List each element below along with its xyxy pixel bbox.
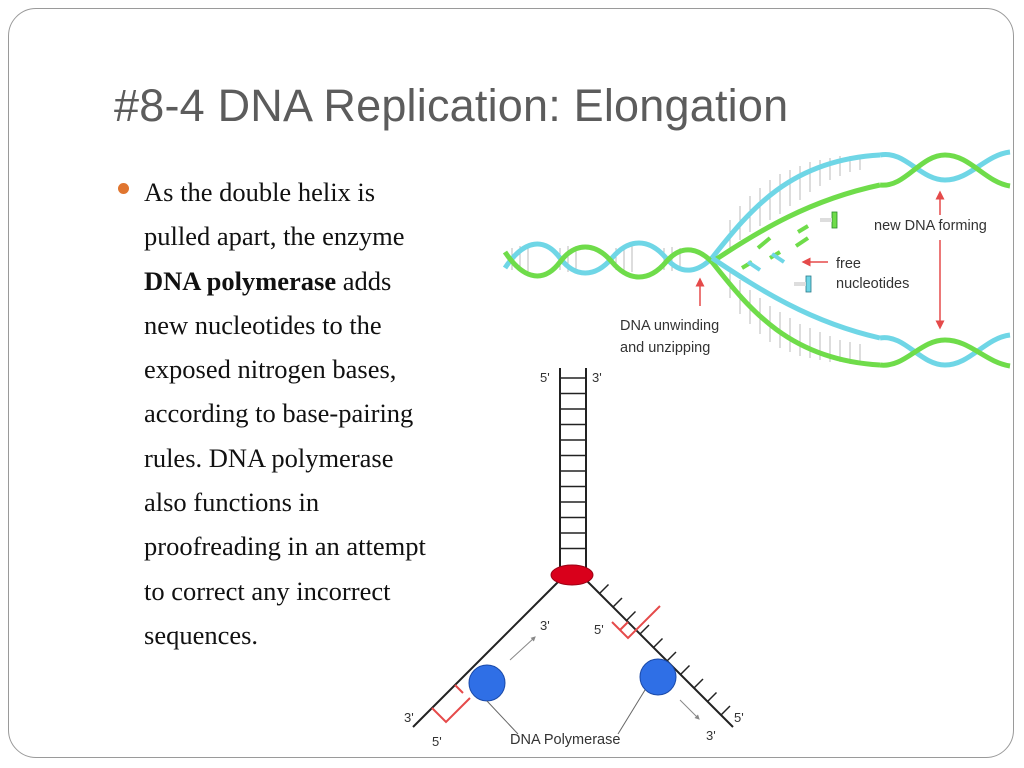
branch-tick	[679, 664, 691, 676]
branch-tick	[491, 637, 503, 649]
bullet-text: As the double helix is pulled apart, the…	[144, 170, 524, 657]
bullet-line: As the double helix is	[144, 177, 376, 207]
label-unzipping: and unzipping	[620, 340, 710, 356]
fork-label-5-top: 5'	[540, 370, 550, 385]
bullet-line: according to base-pairing	[144, 398, 414, 429]
bullet-line: also functions in	[144, 487, 320, 518]
polymerase-right-icon	[639, 658, 677, 696]
fork-label-5-br: 5'	[734, 710, 744, 725]
fork-label-5-right: 5'	[594, 622, 604, 637]
branch-tick	[478, 651, 489, 662]
branch-tick	[545, 583, 557, 595]
fork-label-3-br: 3'	[706, 728, 716, 743]
branch-tick	[639, 624, 650, 635]
slide-title: #8-4 DNA Replication: Elongation	[114, 80, 789, 131]
new-strand-segments	[431, 605, 661, 724]
branch-tick	[464, 664, 476, 676]
bullet-line-rest: adds	[336, 265, 392, 296]
fork-label-3-top: 3'	[592, 370, 602, 385]
bullet-line: DNA polymerase adds	[144, 259, 524, 303]
label-unwinding: DNA unwinding	[620, 318, 719, 334]
branch-tick	[720, 705, 731, 716]
upper-arm-cyan	[710, 152, 881, 260]
helix-strand-cyan	[502, 240, 714, 276]
label-dna-polymerase: DNA Polymerase	[510, 732, 620, 748]
label-free: free	[836, 256, 861, 272]
branch-tick	[612, 597, 623, 608]
upper-arm-green	[710, 182, 881, 265]
parent-ladder	[559, 368, 587, 568]
direction-arrow-left	[509, 636, 536, 661]
fork-label-3-left: 3'	[540, 618, 550, 633]
slide-frame	[8, 8, 1014, 758]
label-nucleotides: nucleotides	[836, 276, 909, 292]
branch-tick	[598, 583, 610, 595]
branch-tick	[625, 610, 637, 622]
branch-tick	[424, 705, 435, 716]
helicase-enzyme	[550, 564, 594, 586]
free-nucleotides	[740, 211, 838, 293]
lower-arm-cyan	[710, 255, 881, 341]
fork-label-3-bl: 3'	[404, 710, 414, 725]
bullet-dot-icon	[118, 183, 129, 194]
branch-tick	[652, 637, 664, 649]
branch-tick	[505, 624, 516, 635]
branch-tick	[706, 691, 718, 703]
bold-term: DNA polymerase	[144, 265, 337, 296]
fork-label-5-bl: 5'	[432, 734, 442, 749]
bullet-line: rules. DNA polymerase	[144, 442, 394, 473]
bullet-line: new nucleotides to the	[144, 309, 382, 340]
branch-tick	[532, 597, 543, 608]
bullet-line: exposed nitrogen bases,	[144, 354, 397, 385]
branch-tick	[451, 678, 462, 689]
branch-tick	[666, 651, 677, 662]
polymerase-left-icon	[468, 664, 506, 702]
bullet-line: to correct any incorrect	[144, 575, 391, 606]
branch-tick	[437, 691, 449, 703]
branch-tick	[693, 678, 704, 689]
bullet-line: pulled apart, the enzyme	[144, 221, 405, 252]
label-new-dna: new DNA forming	[874, 218, 987, 234]
branch-tick	[518, 610, 530, 622]
helix-strand-green	[502, 244, 714, 280]
bullet-line: proofreading in an attempt	[144, 531, 426, 562]
bullet-line: sequences.	[144, 619, 259, 650]
direction-arrow-right	[679, 699, 700, 720]
lower-arm-green	[710, 260, 881, 368]
